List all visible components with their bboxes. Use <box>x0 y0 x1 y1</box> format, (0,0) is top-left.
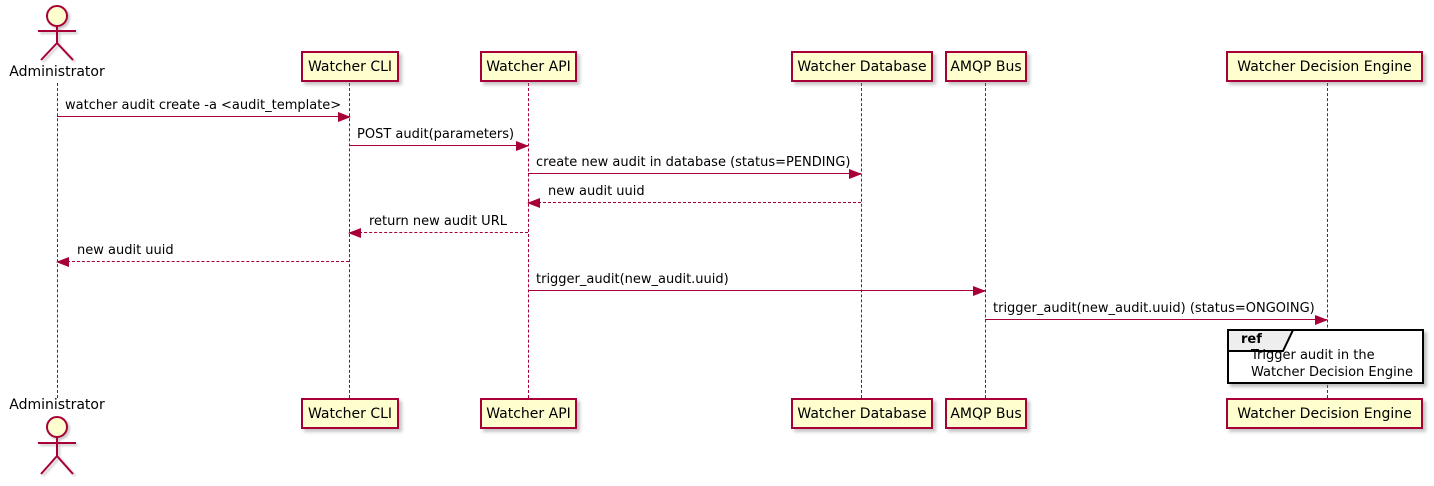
participant-watcher-cli-top: Watcher CLI <box>301 51 399 82</box>
actor-administrator-icon <box>38 5 76 61</box>
message-post-audit: POST audit(parameters) <box>349 127 529 151</box>
lifeline-watcher-database <box>861 83 862 398</box>
message-trigger-audit: trigger_audit(new_audit.uuid) <box>528 272 986 296</box>
participant-watcher-cli-bottom: Watcher CLI <box>301 398 399 429</box>
participant-watcher-api-bottom: Watcher API <box>480 398 577 429</box>
arrowhead-right-icon <box>973 286 986 296</box>
arrowhead-right-icon <box>338 112 351 122</box>
arrowhead-right-icon <box>516 141 529 151</box>
message-label: POST audit(parameters) <box>357 127 515 142</box>
message-line <box>57 261 349 262</box>
ref-keyword: ref <box>1241 332 1262 347</box>
message-trigger-audit-ongoing: trigger_audit(new_audit.uuid) (status=ON… <box>985 301 1328 325</box>
message-return-new-audit-url: return new audit URL <box>348 214 528 238</box>
message-line <box>528 290 985 291</box>
message-line <box>349 145 528 146</box>
arrowhead-right-icon <box>849 169 862 179</box>
lifeline-watcher-decision-engine <box>1327 83 1328 398</box>
actor-label-administrator-bottom: Administrator <box>9 397 105 413</box>
lifeline-watcher-cli <box>349 83 350 398</box>
arrowhead-left-icon <box>527 198 540 208</box>
message-label: trigger_audit(new_audit.uuid) (status=ON… <box>993 301 1315 316</box>
participant-watcher-database-top: Watcher Database <box>791 51 933 82</box>
message-label: new audit uuid <box>77 243 174 258</box>
participant-amqp-bus-bottom: AMQP Bus <box>945 398 1027 429</box>
participant-watcher-decision-engine-top: Watcher Decision Engine <box>1226 51 1423 82</box>
message-line <box>349 232 528 233</box>
lifeline-administrator <box>57 83 58 398</box>
message-new-audit-uuid-cli: new audit uuid <box>56 243 349 267</box>
message-watcher-audit-create: watcher audit create -a <audit_template> <box>57 98 351 122</box>
ref-text-line-2: Watcher Decision Engine <box>1251 365 1413 380</box>
ref-tab-icon <box>1227 329 1295 352</box>
message-new-audit-uuid-db: new audit uuid <box>527 184 861 208</box>
lifeline-amqp-bus <box>985 83 986 398</box>
participant-amqp-bus-top: AMQP Bus <box>945 51 1027 82</box>
participant-watcher-decision-engine-bottom: Watcher Decision Engine <box>1226 398 1423 429</box>
message-label: watcher audit create -a <audit_template> <box>65 98 342 113</box>
ref-text-line-1: Trigger audit in the <box>1251 348 1375 363</box>
message-line <box>528 202 861 203</box>
arrowhead-left-icon <box>348 228 361 238</box>
message-line <box>528 173 861 174</box>
message-label: return new audit URL <box>369 214 507 229</box>
message-label: new audit uuid <box>548 184 645 199</box>
message-label: create new audit in database (status=PEN… <box>536 155 851 170</box>
actor-label-administrator-top: Administrator <box>9 64 105 80</box>
lifeline-watcher-api <box>528 83 529 398</box>
participant-watcher-api-top: Watcher API <box>480 51 577 82</box>
ref-fragment: ref Trigger audit in the Watcher Decisio… <box>1227 329 1424 384</box>
actor-administrator-icon <box>38 416 76 475</box>
arrowhead-left-icon <box>56 257 69 267</box>
message-label: trigger_audit(new_audit.uuid) <box>536 272 729 287</box>
participant-watcher-database-bottom: Watcher Database <box>791 398 933 429</box>
message-line <box>57 116 350 117</box>
message-line <box>985 319 1327 320</box>
message-create-new-audit: create new audit in database (status=PEN… <box>528 155 862 179</box>
arrowhead-right-icon <box>1315 315 1328 325</box>
